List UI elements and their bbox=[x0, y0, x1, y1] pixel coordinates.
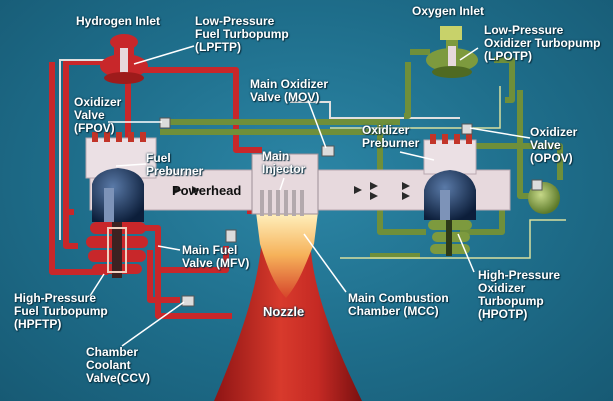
label-hydrogen-inlet: Hydrogen Inlet bbox=[76, 14, 161, 28]
fuel-lines-thin bbox=[59, 59, 460, 240]
injector-elements bbox=[260, 190, 304, 216]
fuel-turbine-dome bbox=[92, 168, 144, 222]
label-lpftp: Low-Pressure Fuel Turbopump (LPFTP) bbox=[195, 14, 289, 54]
oxidizer-lines bbox=[160, 49, 563, 259]
label-hpftp: High-Pressure Fuel Turbopump (HPFTP) bbox=[14, 291, 108, 331]
flow-arrows bbox=[174, 182, 410, 200]
label-powerhead: Powerhead bbox=[172, 183, 242, 198]
label-fuel-preburner: Fuel Preburner bbox=[146, 151, 204, 178]
label-nozzle: Nozzle bbox=[263, 304, 305, 319]
label-hpotp: High-Pressure Oxidizer Turbopump (HPOTP) bbox=[478, 268, 561, 321]
label-lpotp: Low-Pressure Oxidizer Turbopump (LPOTP) bbox=[484, 23, 601, 63]
label-main-injector: Main Injector bbox=[262, 149, 306, 176]
lpftp-drawing bbox=[100, 34, 148, 84]
lpotp-drawing bbox=[426, 26, 478, 78]
label-fpov: Oxidizer Valve (FPOV) bbox=[74, 95, 122, 135]
label-ccv: Chamber Coolant Valve(CCV) bbox=[86, 345, 151, 385]
valves bbox=[159, 117, 543, 307]
oxidizer-lines-thin bbox=[330, 86, 566, 259]
oxidizer-preburner-casing bbox=[423, 139, 477, 175]
hpftp-pump-stack bbox=[86, 222, 148, 274]
label-oxygen-inlet: Oxygen Inlet bbox=[412, 4, 485, 18]
label-mfv: Main Fuel Valve (MFV) bbox=[182, 243, 250, 270]
label-oxidizer-preburner: Oxidizer Preburner bbox=[362, 123, 420, 150]
leader-lines bbox=[89, 45, 531, 347]
nozzle-shape bbox=[214, 238, 362, 401]
combustion-chamber bbox=[256, 212, 318, 298]
fuel-lines bbox=[49, 59, 262, 319]
label-mcc: Main Combustion Chamber (MCC) bbox=[348, 291, 449, 318]
label-mov: Main Oxidizer Valve (MOV) bbox=[250, 77, 329, 104]
label-opov: Oxidizer Valve (OPOV) bbox=[530, 125, 578, 165]
